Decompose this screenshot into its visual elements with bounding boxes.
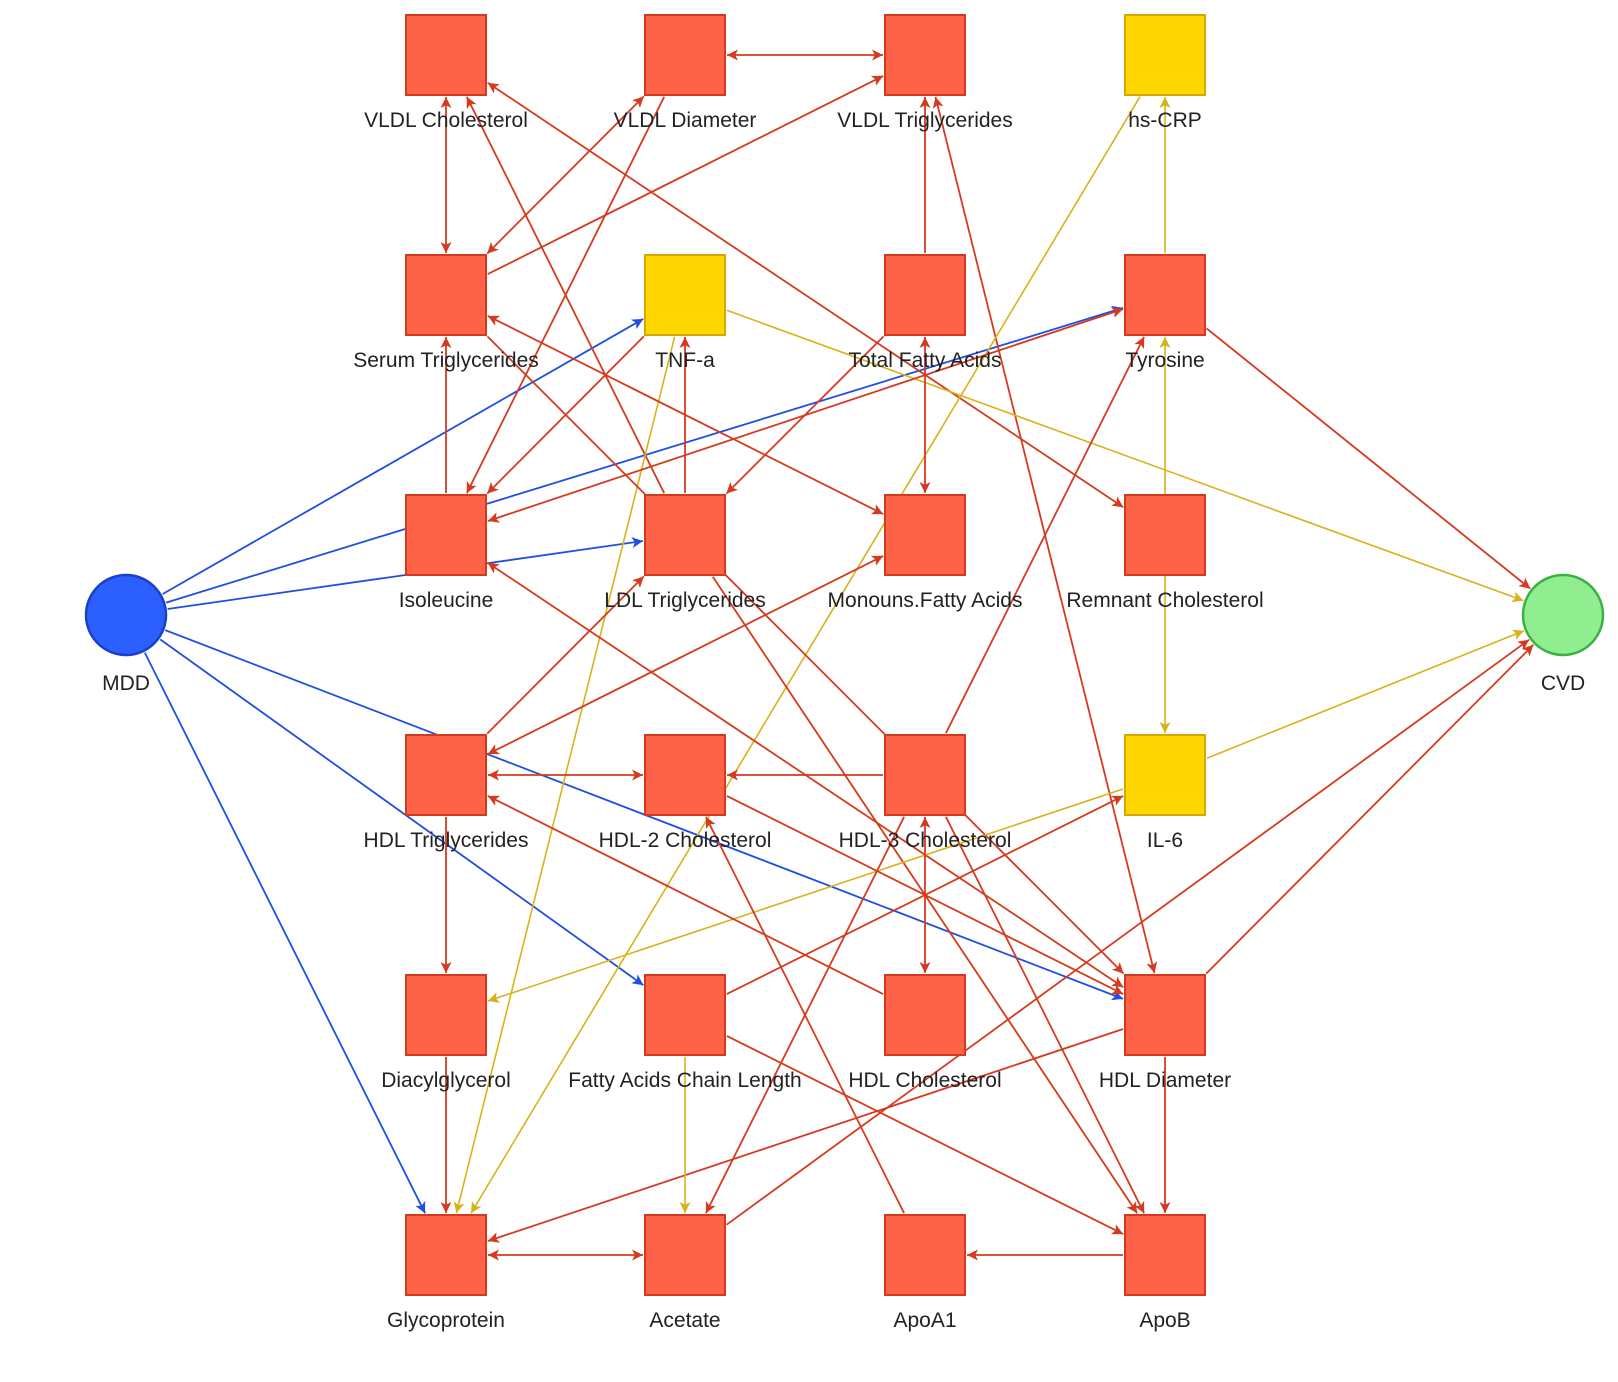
node-isoleucine-box	[405, 494, 487, 576]
edge-hdl_diam-to-glyco	[487, 1028, 1124, 1243]
edge-apoa1-to-hdl2	[705, 816, 905, 1214]
node-il6-box	[1124, 734, 1206, 816]
node-tyrosine: Tyrosine	[1124, 254, 1206, 372]
node-hdl-tg-box	[405, 734, 487, 816]
node-hdl-tg: HDL Triglycerides	[364, 734, 529, 852]
node-ldl-tg: LDL Triglycerides	[604, 494, 766, 612]
edge-serum_tg-to-hdl_diam	[486, 335, 1125, 975]
node-remnant-box	[1124, 494, 1206, 576]
node-label: Acetate	[649, 1309, 720, 1332]
node-hscrp: hs-CRP	[1124, 14, 1206, 132]
node-label: HDL Diameter	[1099, 1069, 1231, 1092]
node-label: Monouns.Fatty Acids	[828, 589, 1023, 612]
node-ldl-tg-box	[644, 494, 726, 576]
node-hdl-chol-box	[884, 974, 966, 1056]
node-label: HDL-2 Cholesterol	[599, 829, 772, 852]
edge-hdl_diam-to-cvd	[1205, 644, 1535, 975]
edge-hdl3-to-apob	[945, 816, 1145, 1214]
node-label: Total Fatty Acids	[849, 349, 1002, 372]
node-glyco-box	[405, 1214, 487, 1296]
node-acetate: Acetate	[644, 1214, 726, 1332]
node-hdl2-box	[644, 734, 726, 816]
node-label: MDD	[102, 672, 150, 695]
node-apob-box	[1124, 1214, 1206, 1296]
node-label: CVD	[1541, 672, 1585, 695]
node-serum-tg-box	[405, 254, 487, 336]
node-mdd: MDD	[84, 573, 168, 695]
node-label: LDL Triglycerides	[604, 589, 765, 612]
node-label: ApoA1	[893, 1309, 956, 1332]
node-apob: ApoB	[1124, 1214, 1206, 1332]
node-label: VLDL Diameter	[614, 109, 757, 132]
node-label: Remnant Cholesterol	[1066, 589, 1263, 612]
edge-mdd-to-glyco	[143, 652, 426, 1214]
node-label: HDL Cholesterol	[848, 1069, 1001, 1092]
node-label: HDL-3 Cholesterol	[839, 829, 1012, 852]
node-label: VLDL Cholesterol	[364, 109, 528, 132]
node-label: ApoB	[1139, 1309, 1190, 1332]
node-label: Serum Triglycerides	[353, 349, 539, 372]
node-tfa-box	[884, 254, 966, 336]
node-label: TNF-a	[655, 349, 715, 372]
node-hscrp-box	[1124, 14, 1206, 96]
node-mufa-box	[884, 494, 966, 576]
node-label: IL-6	[1147, 829, 1183, 852]
node-hdl-diam-box	[1124, 974, 1206, 1056]
node-label: hs-CRP	[1128, 109, 1202, 132]
node-hdl3: HDL-3 Cholesterol	[839, 734, 1012, 852]
node-tnfa-box	[644, 254, 726, 336]
node-facl-box	[644, 974, 726, 1056]
node-label: Fatty Acids Chain Length	[568, 1069, 801, 1092]
node-vldl-diam-box	[644, 14, 726, 96]
node-label: Diacylglycerol	[381, 1069, 511, 1092]
node-apoa1: ApoA1	[884, 1214, 966, 1332]
node-vldl-chol-box	[405, 14, 487, 96]
node-dag: Diacylglycerol	[381, 974, 511, 1092]
node-remnant: Remnant Cholesterol	[1066, 494, 1264, 612]
edge-facl-to-apob	[726, 1035, 1124, 1235]
node-label: VLDL Triglycerides	[837, 109, 1012, 132]
node-vldl-chol: VLDL Cholesterol	[364, 14, 528, 132]
edge-il6-to-dag	[487, 788, 1124, 1003]
node-label: HDL Triglycerides	[364, 829, 529, 852]
node-hdl2: HDL-2 Cholesterol	[599, 734, 772, 852]
node-cvd: CVD	[1521, 573, 1605, 695]
node-tfa: Total Fatty Acids	[849, 254, 1002, 372]
edge-il6-to-cvd	[1206, 629, 1525, 759]
node-isoleucine: Isoleucine	[399, 494, 494, 612]
node-vldl-tg-box	[884, 14, 966, 96]
edge-hdl_tg-to-mufa	[487, 555, 884, 755]
node-hdl3-box	[884, 734, 966, 816]
node-label: Glycoprotein	[387, 1309, 505, 1332]
nodes-layer: VLDL Cholesterol VLDL Diameter VLDL Trigly…	[84, 14, 1605, 1332]
edge-hdl2-to-hdl_diam	[726, 795, 1124, 995]
node-acetate-box	[644, 1214, 726, 1296]
node-hdl-diam: HDL Diameter	[1099, 974, 1231, 1092]
edge-remnant-to-vldl_chol	[487, 82, 1124, 508]
node-tnfa: TNF-a	[644, 254, 726, 372]
node-dag-box	[405, 974, 487, 1056]
node-vldl-diam: VLDL Diameter	[614, 14, 757, 132]
node-serum-tg: Serum Triglycerides	[353, 254, 539, 372]
node-cvd-circle	[1521, 573, 1605, 657]
node-il6: IL-6	[1124, 734, 1206, 852]
edge-serum_tg-to-vldl_tg	[487, 75, 884, 275]
node-glyco: Glycoprotein	[387, 1214, 505, 1332]
edge-hdl3-to-tyrosine	[945, 336, 1145, 734]
node-apoa1-box	[884, 1214, 966, 1296]
node-hdl-chol: HDL Cholesterol	[848, 974, 1002, 1092]
node-facl: Fatty Acids Chain Length	[568, 974, 802, 1092]
node-mdd-circle	[84, 573, 168, 657]
node-mufa: Monouns.Fatty Acids	[828, 494, 1023, 612]
node-vldl-tg: VLDL Triglycerides	[837, 14, 1013, 132]
edge-mdd-to-facl	[159, 638, 644, 986]
edges-layer	[143, 49, 1535, 1261]
node-tyrosine-box	[1124, 254, 1206, 336]
node-label: Tyrosine	[1125, 349, 1204, 372]
node-label: Isoleucine	[399, 589, 494, 612]
edge-hdl_chol-to-hdl_tg	[487, 795, 884, 995]
edge-tyrosine-to-cvd	[1206, 327, 1531, 590]
